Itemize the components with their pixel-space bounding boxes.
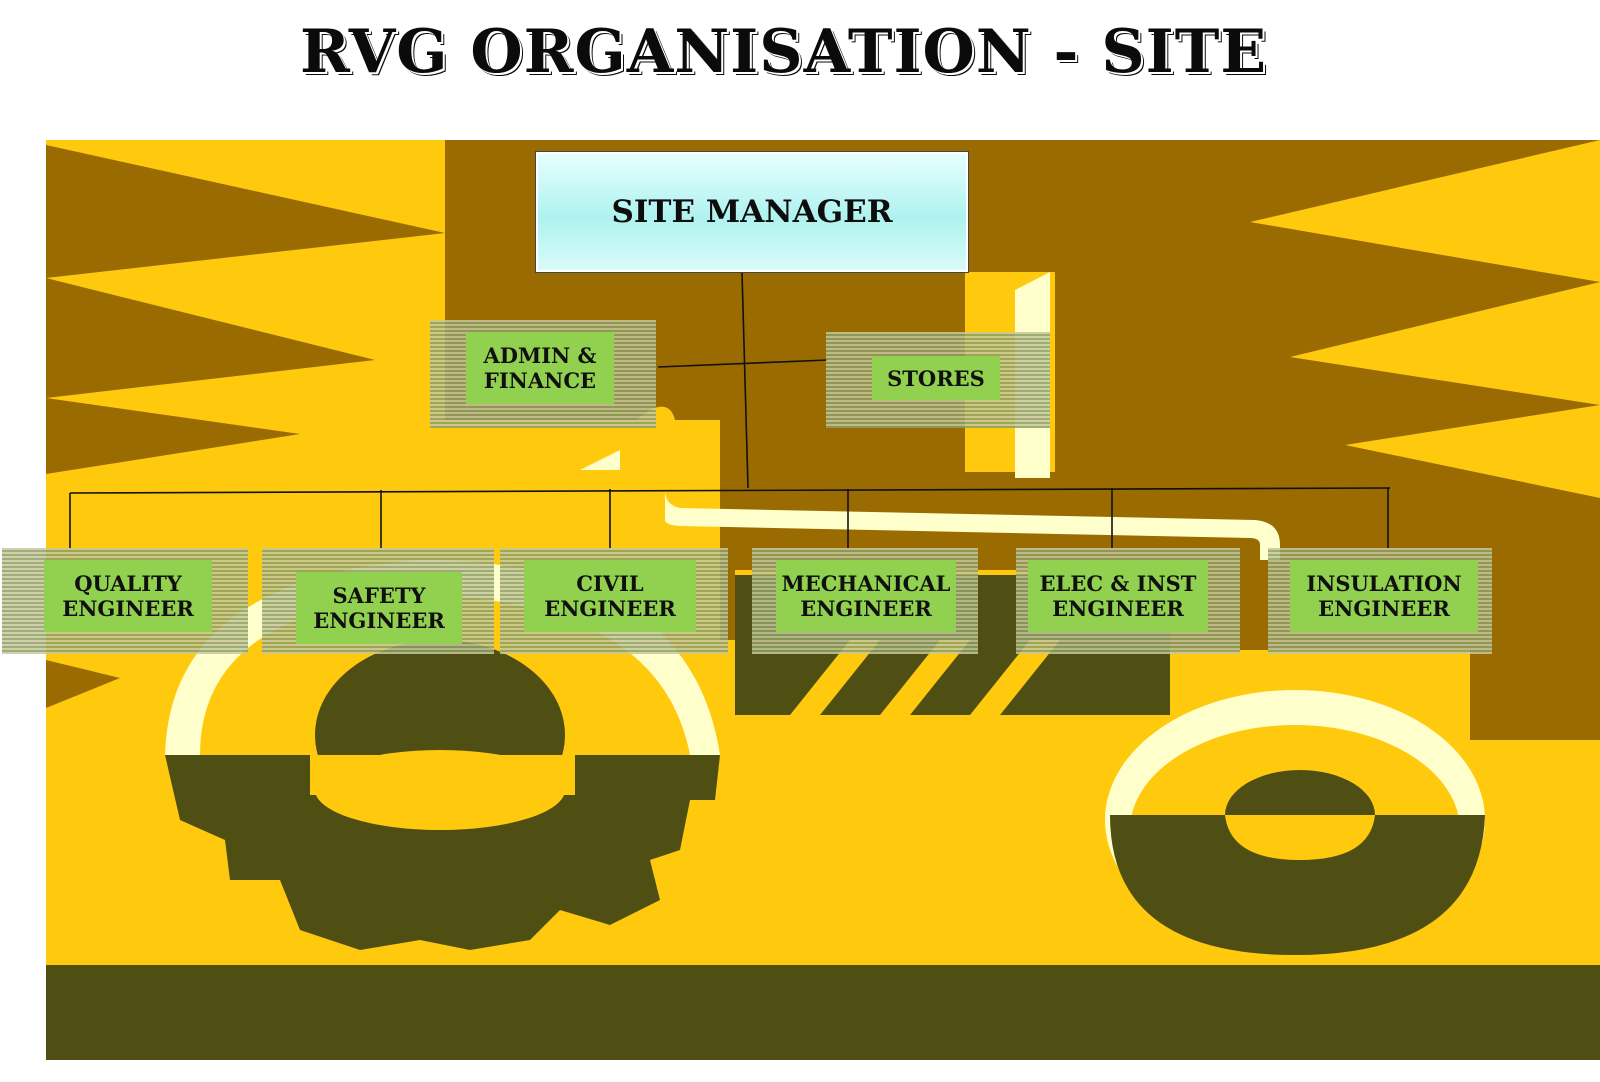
safety-engineer-box: SAFETY ENGINEER bbox=[296, 572, 462, 644]
civil-engineer-box: CIVIL ENGINEER bbox=[524, 560, 696, 632]
right-zigzag bbox=[1250, 140, 1600, 498]
insulation-engineer-box: INSULATION ENGINEER bbox=[1290, 560, 1478, 632]
stores-box: STORES bbox=[872, 356, 1000, 400]
rear-gear-wheel bbox=[165, 640, 720, 950]
mechanical-engineer-box: MECHANICAL ENGINEER bbox=[776, 560, 956, 632]
front-roller-wheel bbox=[1105, 690, 1485, 955]
admin-finance-box: ADMIN & FINANCE bbox=[466, 332, 614, 404]
quality-engineer-box: QUALITY ENGINEER bbox=[44, 560, 212, 632]
ground-strip bbox=[46, 965, 1600, 1060]
elec-inst-engineer-box: ELEC & INST ENGINEER bbox=[1028, 560, 1208, 632]
page-title: RVG ORGANISATION - SITE bbox=[300, 17, 1268, 87]
org-connector-lines bbox=[69, 271, 1391, 548]
site-manager-box: SITE MANAGER bbox=[535, 151, 969, 273]
